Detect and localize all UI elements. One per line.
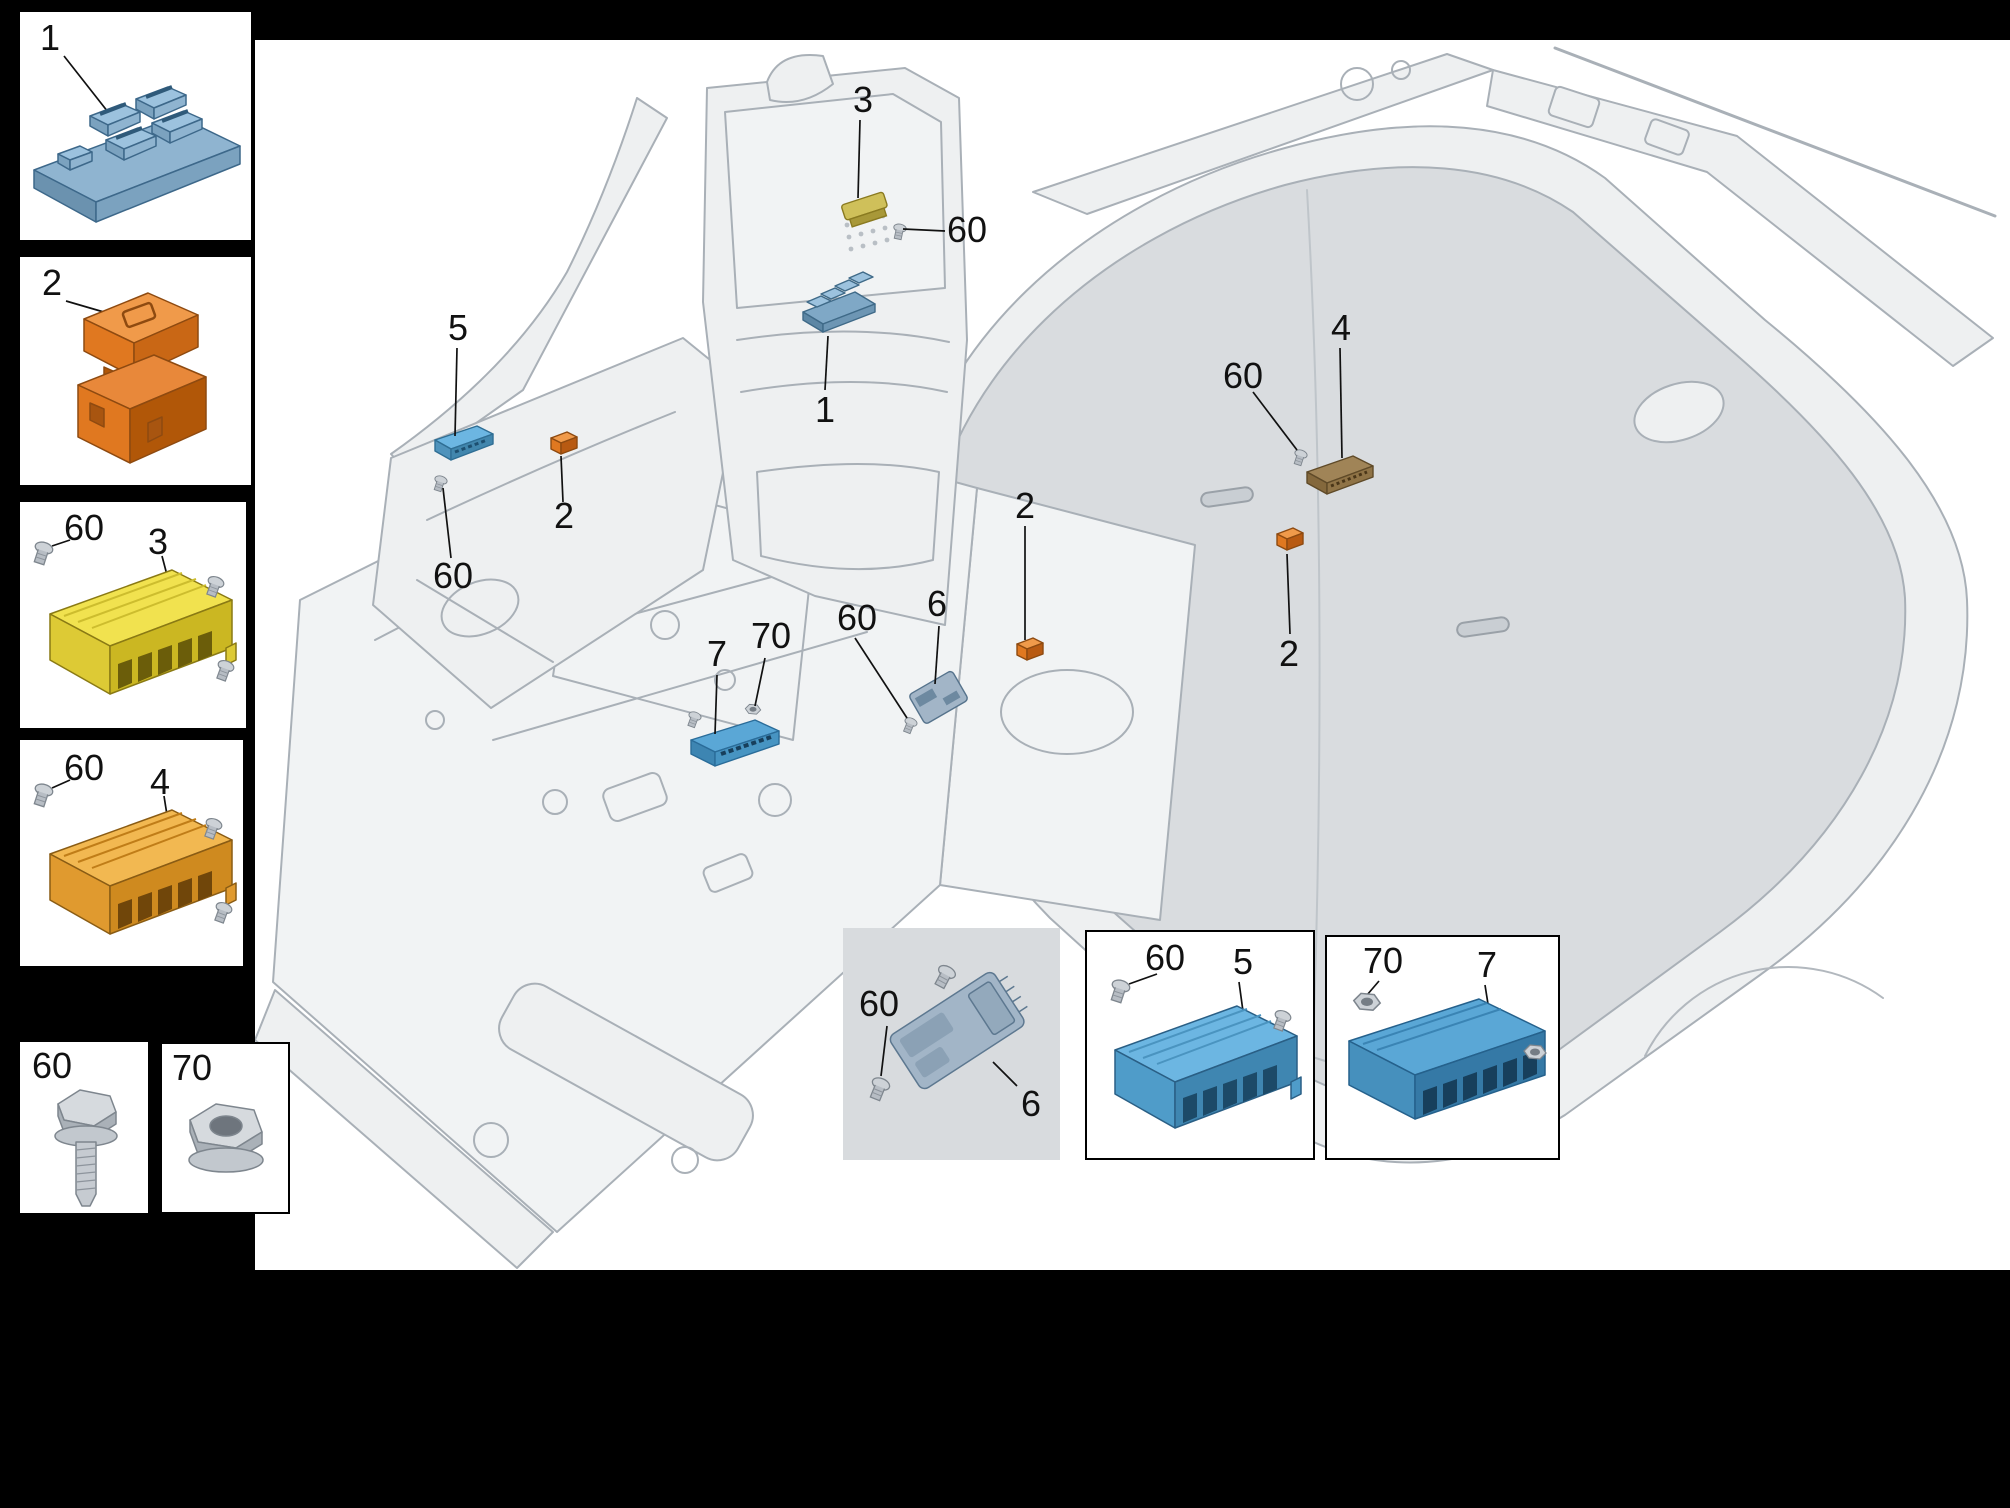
callout-part-60-scene-d[interactable]: 60 xyxy=(837,597,878,638)
scene-part-2-switch-right-door-upper xyxy=(1276,527,1304,551)
inset-part-7: 70 7 xyxy=(1325,935,1560,1160)
callout-part-2-scene-a[interactable]: 2 xyxy=(554,495,575,536)
callout-part-60-inset5[interactable]: 60 xyxy=(1145,937,1186,978)
callout-part-60-scene-b[interactable]: 60 xyxy=(433,555,474,596)
inset-part-2: 2 xyxy=(18,255,253,487)
vehicle-line-art xyxy=(255,46,1997,1269)
part-7-illustration xyxy=(1348,980,1547,1120)
callout-part-2-inset[interactable]: 2 xyxy=(42,262,63,303)
leader-lines xyxy=(442,119,1343,735)
callout-part-60-scene-a[interactable]: 60 xyxy=(947,209,988,250)
door-module-art xyxy=(49,809,237,935)
screw-icon xyxy=(29,781,55,809)
part-5-illustration xyxy=(1106,973,1302,1129)
door-module-art xyxy=(49,569,237,695)
callout-part-5-scene[interactable]: 5 xyxy=(448,307,469,348)
inset-part-4: 60 4 xyxy=(18,738,245,968)
inset-part-5: 60 5 xyxy=(1085,930,1315,1160)
window-switch-assembly-art xyxy=(33,85,241,223)
scene-part-2-switch-left-door xyxy=(550,431,578,455)
callout-part-3-scene[interactable]: 3 xyxy=(853,79,874,120)
scene-part-5-module xyxy=(434,425,494,461)
screw-icon xyxy=(866,1074,893,1103)
part-4-illustration xyxy=(29,779,237,935)
scene-part-4-module xyxy=(1306,455,1374,495)
callout-part-60-inset4[interactable]: 60 xyxy=(64,747,105,788)
scene-part-1-window-switch-assembly xyxy=(802,271,876,333)
part-3-illustration xyxy=(29,539,237,695)
car-body-art xyxy=(255,46,1997,1269)
scene-part-7-module xyxy=(690,719,780,767)
callout-bolt-60-inset[interactable]: 60 xyxy=(32,1045,73,1086)
callout-part-2-scene-b[interactable]: 2 xyxy=(1015,485,1036,526)
single-window-switch-art xyxy=(77,292,207,464)
inset-bolt-60: 60 xyxy=(18,1040,150,1215)
screw-icon xyxy=(29,539,55,567)
scene-part-3-door-switch xyxy=(841,191,888,228)
callout-part-1-scene[interactable]: 1 xyxy=(815,389,836,430)
callout-part-60-inset3[interactable]: 60 xyxy=(64,507,105,548)
callout-part-70-inset7[interactable]: 70 xyxy=(1363,940,1404,981)
inset-part-3: 60 3 xyxy=(18,500,248,730)
scene-part-6-module xyxy=(909,670,968,724)
part-6-illustration xyxy=(866,962,1028,1103)
callout-part-6-scene[interactable]: 6 xyxy=(927,583,948,624)
nut-icon xyxy=(1353,992,1381,1011)
callout-part-7-inset[interactable]: 7 xyxy=(1477,944,1498,985)
callout-nut-70-inset[interactable]: 70 xyxy=(172,1047,213,1088)
part-2-illustration xyxy=(65,292,207,464)
vehicle-diagram-canvas: 3 60 1 5 2 60 60 4 2 2 6 60 7 70 xyxy=(255,40,2010,1270)
callout-part-60-inset6[interactable]: 60 xyxy=(859,983,900,1024)
module-5-art xyxy=(1114,1005,1302,1129)
nut-illustration xyxy=(188,1103,264,1173)
inset-part-1: 1 xyxy=(18,10,253,242)
callout-part-2-scene-c[interactable]: 2 xyxy=(1279,633,1300,674)
bolt-illustration xyxy=(54,1089,118,1207)
screw-icon xyxy=(930,962,959,992)
part-1-illustration xyxy=(33,55,241,223)
inset-nut-70: 70 xyxy=(160,1042,290,1214)
callout-part-6-inset[interactable]: 6 xyxy=(1021,1083,1042,1124)
bolt-art xyxy=(54,1089,118,1207)
callout-part-7-scene[interactable]: 7 xyxy=(707,633,728,674)
module-6-art xyxy=(889,971,1028,1090)
callout-part-4-inset[interactable]: 4 xyxy=(150,761,171,802)
callout-part-4-scene[interactable]: 4 xyxy=(1331,307,1352,348)
callout-part-60-scene-c[interactable]: 60 xyxy=(1223,355,1264,396)
callout-part-1-inset[interactable]: 1 xyxy=(40,17,61,58)
callout-part-70-scene[interactable]: 70 xyxy=(751,615,792,656)
screw-icon xyxy=(1106,977,1132,1005)
callout-part-5-inset[interactable]: 5 xyxy=(1233,941,1254,982)
screw-icon xyxy=(210,899,234,925)
module-7-art xyxy=(1348,998,1546,1120)
nut-art xyxy=(188,1103,264,1173)
scene-part-2-switch-right-door-lower xyxy=(1016,637,1044,661)
inset-part-6: 60 6 xyxy=(843,928,1060,1160)
callout-part-3-inset[interactable]: 3 xyxy=(148,521,169,562)
